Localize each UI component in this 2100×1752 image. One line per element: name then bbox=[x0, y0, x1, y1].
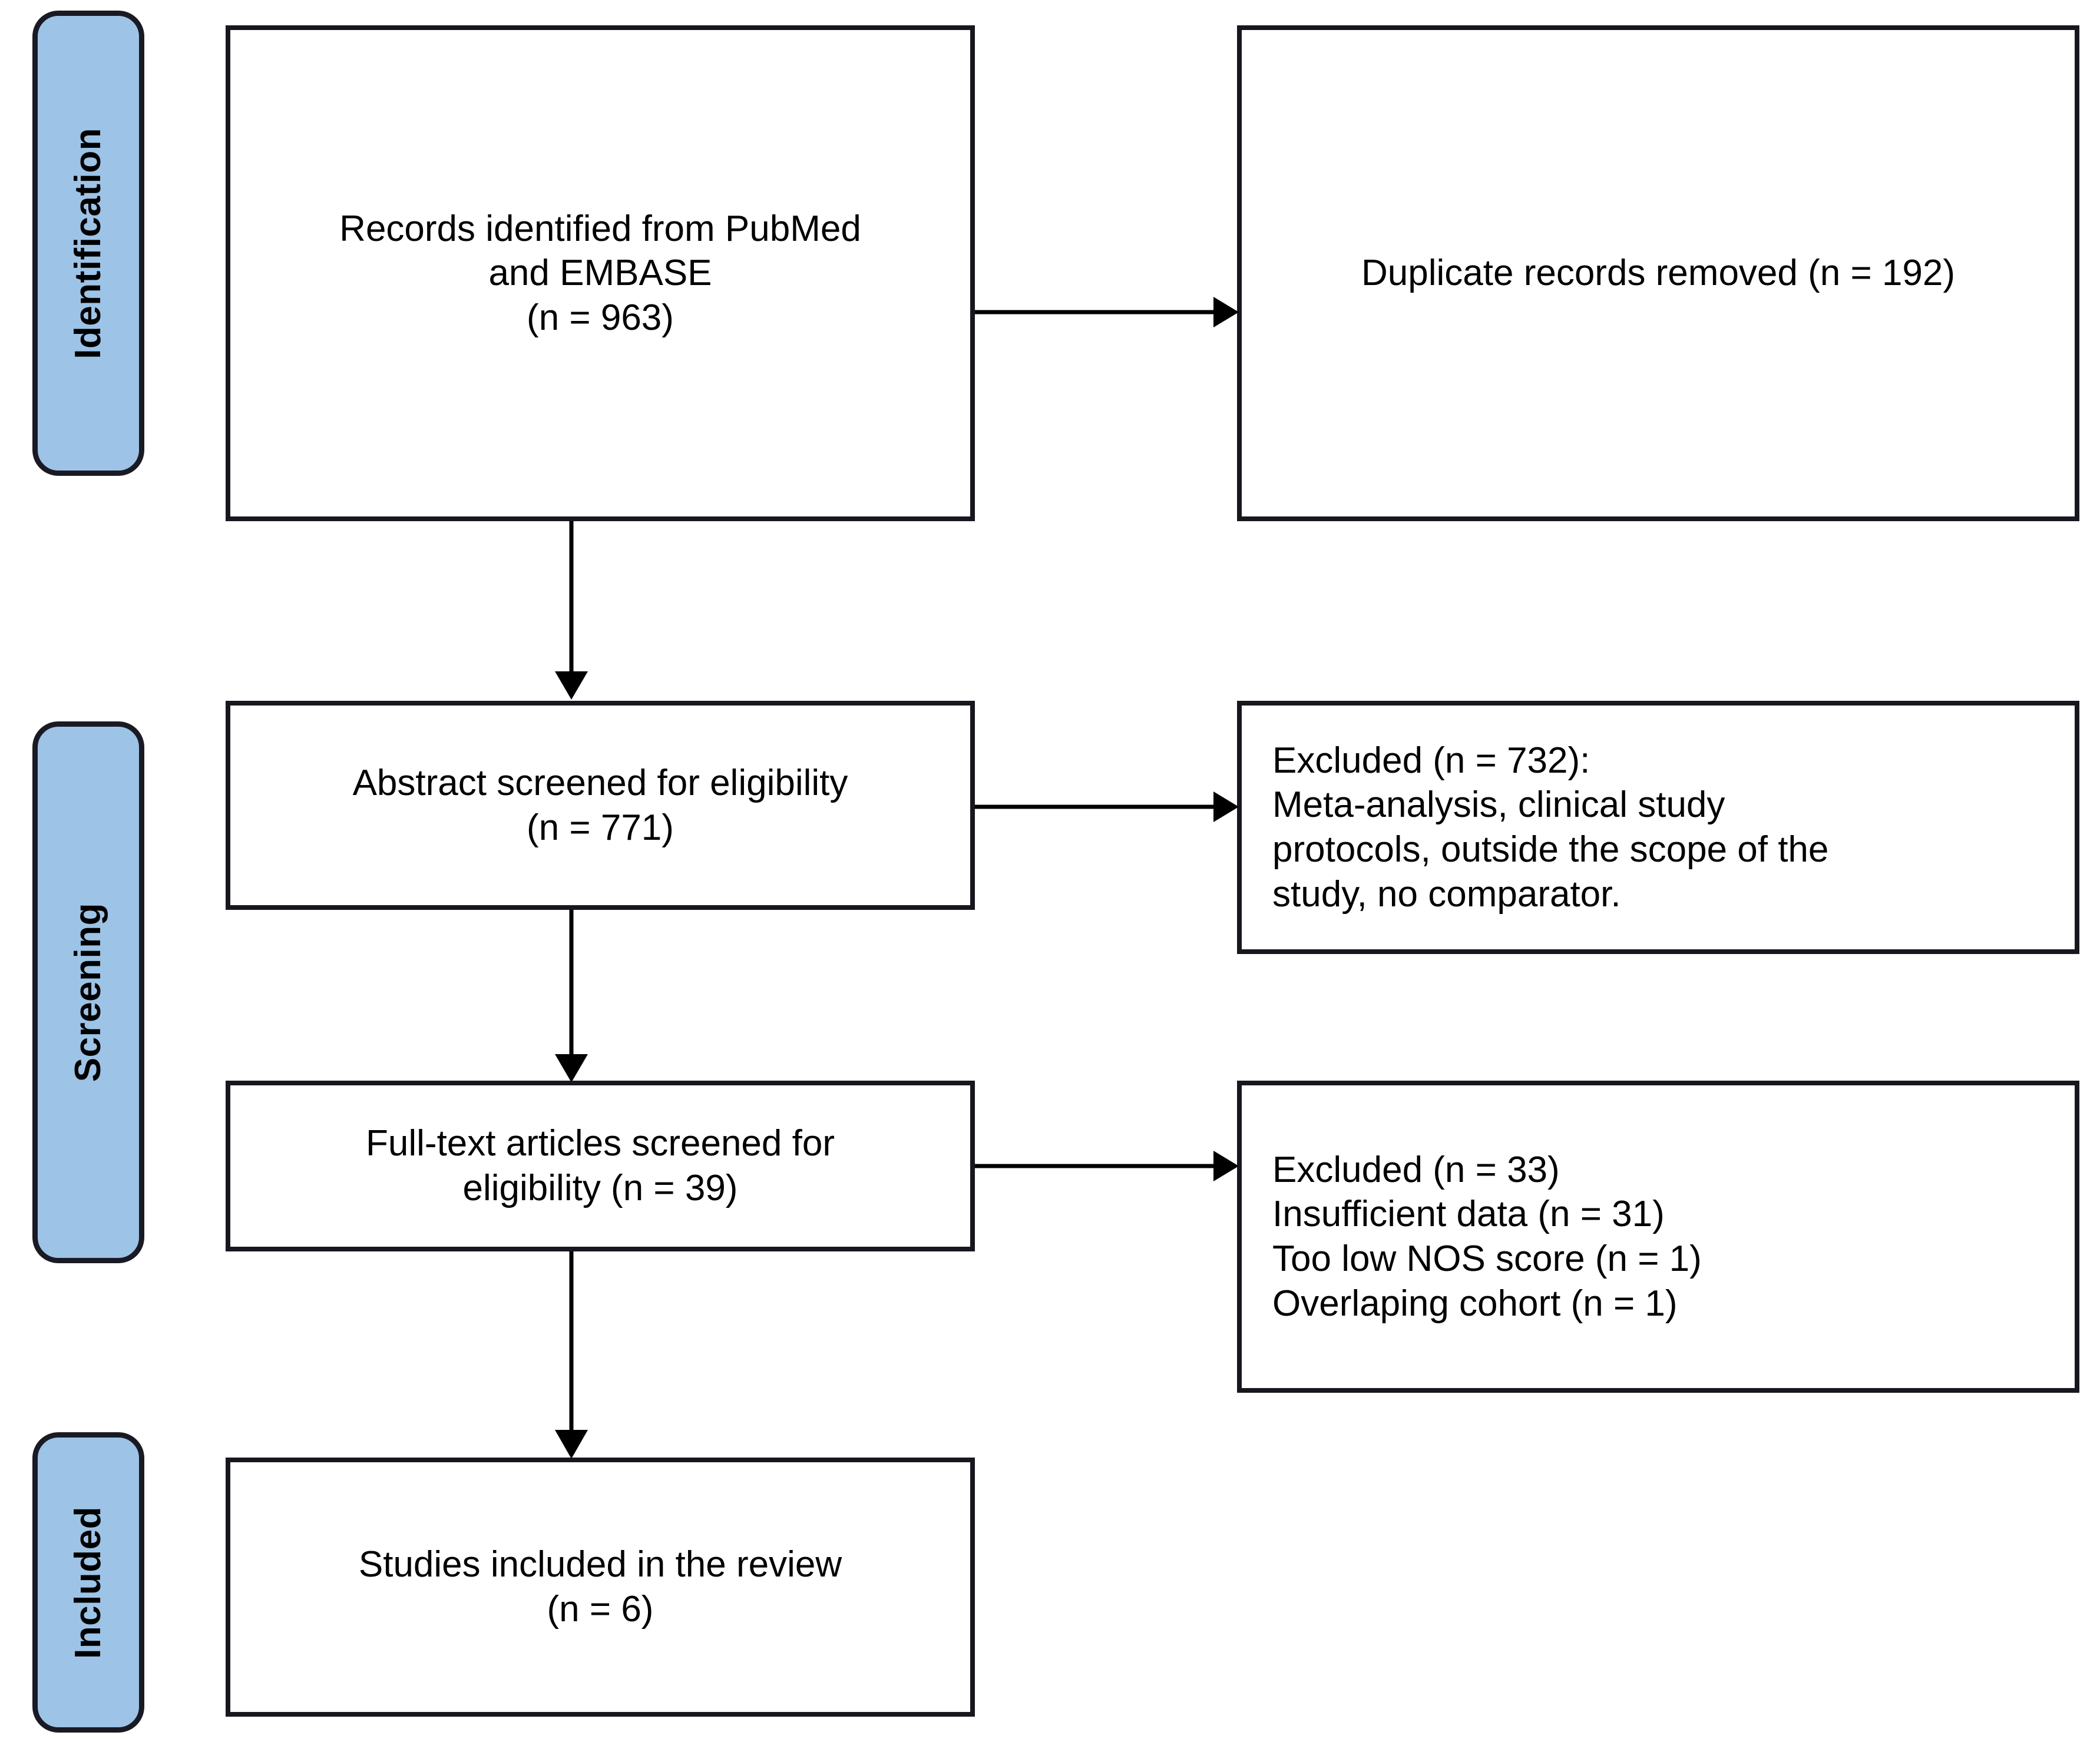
stage-label-screening: Screening bbox=[68, 902, 108, 1082]
box-studies-included: Studies included in the review (n = 6) bbox=[226, 1458, 975, 1717]
box-records-identified: Records identified from PubMed and EMBAS… bbox=[226, 25, 975, 521]
stage-label-identification: Identification bbox=[68, 127, 108, 359]
stage-bar-included: Included bbox=[32, 1432, 144, 1733]
box-excluded-abstract-text: Excluded (n = 732): Meta-analysis, clini… bbox=[1272, 740, 1829, 915]
box-excluded-abstract: Excluded (n = 732): Meta-analysis, clini… bbox=[1237, 701, 2079, 954]
connector-identified-to-abstract bbox=[548, 521, 595, 701]
connector-abstract-to-excluded bbox=[975, 789, 1240, 824]
stage-bar-identification: Identification bbox=[32, 11, 144, 476]
connector-fulltext-to-included bbox=[548, 1251, 595, 1460]
box-studies-included-text: Studies included in the review (n = 6) bbox=[358, 1544, 842, 1630]
box-fulltext-screened: Full-text articles screened for eligibil… bbox=[226, 1081, 975, 1251]
connector-identified-to-duplicates bbox=[975, 294, 1240, 330]
box-excluded-fulltext-text: Excluded (n = 33) Insufficient data (n =… bbox=[1272, 1149, 1702, 1324]
connector-abstract-to-fulltext bbox=[548, 910, 595, 1084]
box-records-identified-text: Records identified from PubMed and EMBAS… bbox=[339, 208, 861, 338]
box-abstract-screened-text: Abstract screened for eligibility (n = 7… bbox=[352, 762, 848, 848]
box-fulltext-screened-text: Full-text articles screened for eligibil… bbox=[366, 1123, 835, 1208]
box-duplicates-removed: Duplicate records removed (n = 192) bbox=[1237, 25, 2079, 521]
box-duplicates-removed-text: Duplicate records removed (n = 192) bbox=[1361, 253, 1955, 294]
stage-label-included: Included bbox=[68, 1506, 108, 1659]
connector-fulltext-to-excluded bbox=[975, 1148, 1240, 1184]
box-abstract-screened: Abstract screened for eligibility (n = 7… bbox=[226, 701, 975, 910]
box-excluded-fulltext: Excluded (n = 33) Insufficient data (n =… bbox=[1237, 1081, 2079, 1393]
stage-bar-screening: Screening bbox=[32, 721, 144, 1263]
